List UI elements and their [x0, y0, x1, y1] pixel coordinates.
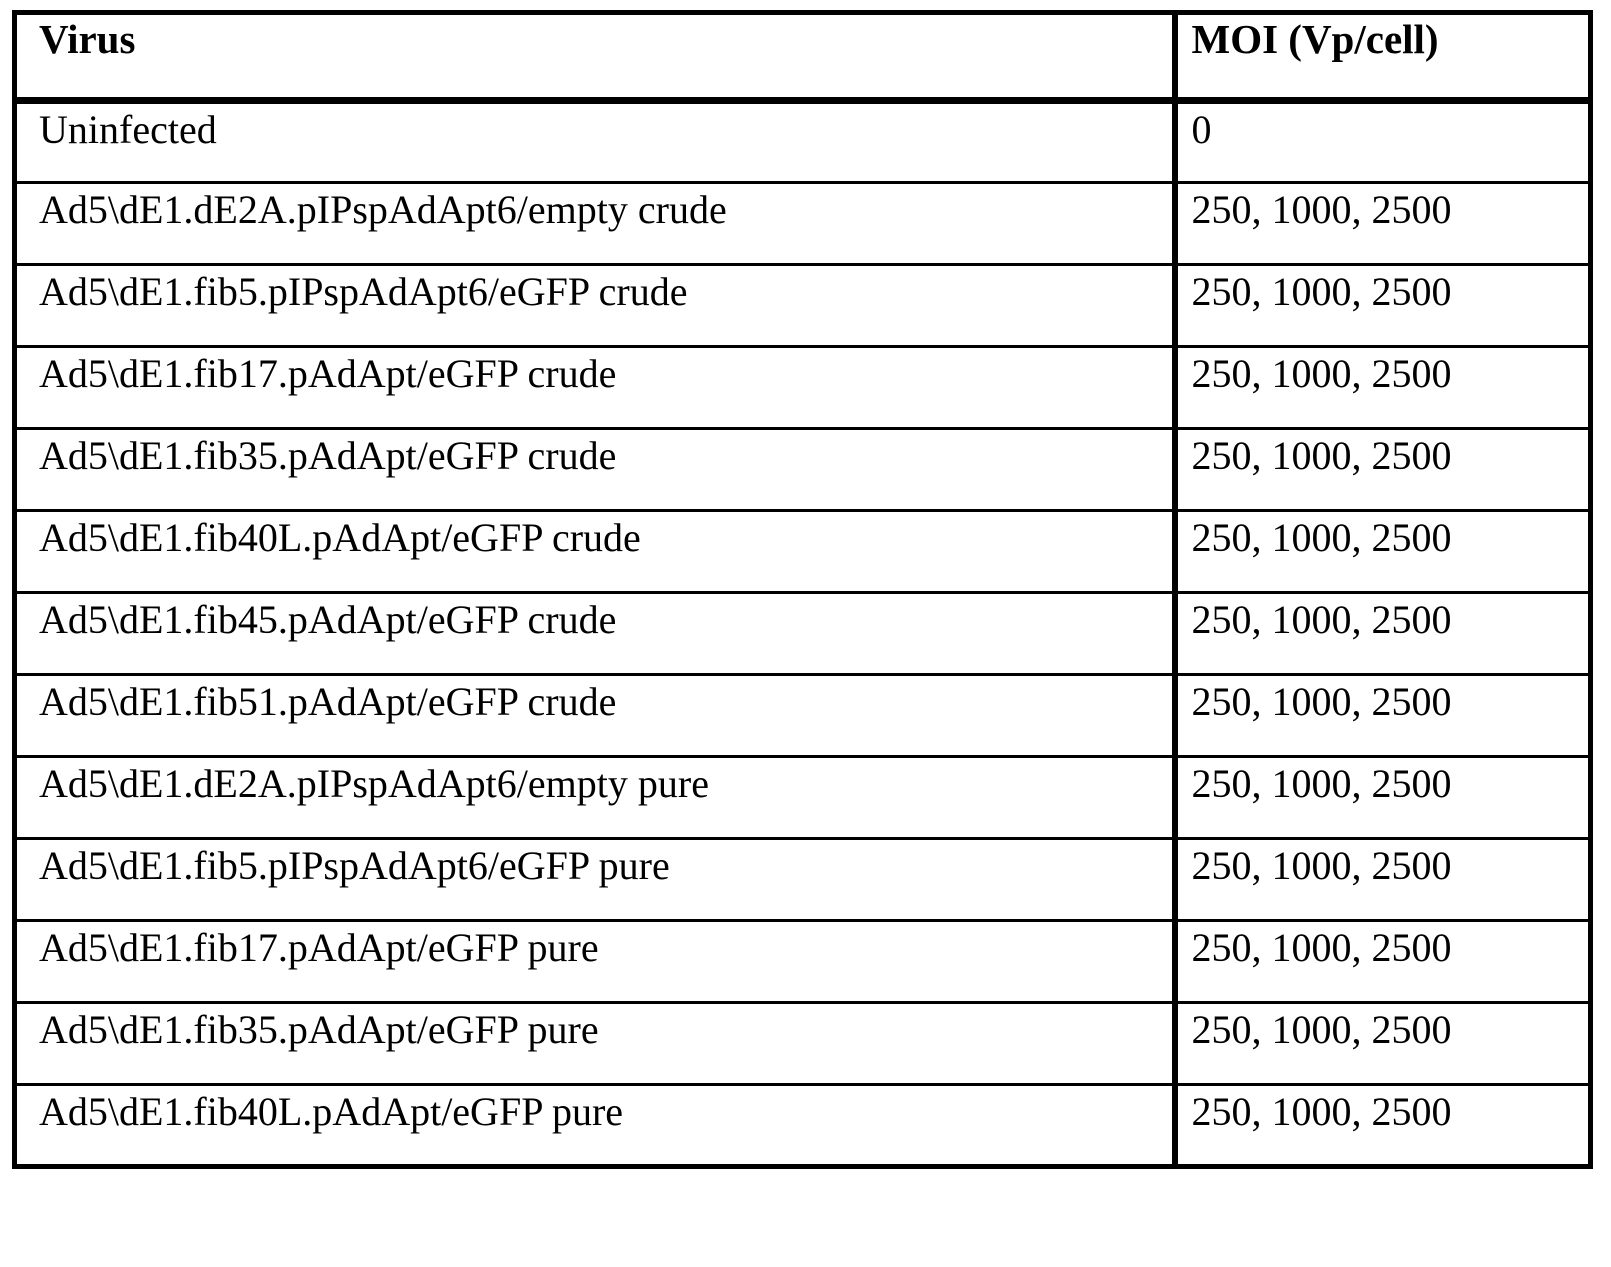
- cell-virus-text: Ad5\dE1.fib40L.pAdApt/eGFP pure: [39, 1089, 624, 1134]
- table-row: Ad5\dE1.fib35.pAdApt/eGFP crude 250, 1000…: [14, 428, 1591, 512]
- cell-virus: Ad5\dE1.fib5.pIPspAdApt6/eGFP pure: [14, 838, 1175, 922]
- cell-virus-text: Ad5\dE1.dE2A.pIPspAdApt6/empty pure: [39, 761, 709, 806]
- cell-moi-text: 250, 1000, 2500: [1191, 187, 1452, 232]
- table-row: Ad5\dE1.fib5.pIPspAdApt6/eGFP pure 250, 1…: [14, 838, 1591, 922]
- cell-virus: Ad5\dE1.fib51.pAdApt/eGFP crude: [14, 674, 1175, 758]
- table-row: Ad5\dE1.fib5.pIPspAdApt6/eGFP crude 250, …: [14, 264, 1591, 348]
- cell-moi-text: 250, 1000, 2500: [1191, 269, 1452, 314]
- cell-moi-text: 250, 1000, 2500: [1191, 1089, 1452, 1134]
- cell-virus-text: Ad5\dE1.fib45.pAdApt/eGFP crude: [39, 597, 617, 642]
- cell-virus-text: Ad5\dE1.dE2A.pIPspAdApt6/empty crude: [39, 187, 727, 232]
- cell-virus-text: Ad5\dE1.fib5.pIPspAdApt6/eGFP pure: [39, 843, 670, 888]
- cell-moi: 250, 1000, 2500: [1171, 1002, 1591, 1086]
- cell-moi-text: 250, 1000, 2500: [1191, 351, 1452, 396]
- cell-moi-text: 250, 1000, 2500: [1191, 1007, 1452, 1052]
- table-header-row: Virus MOI (Vp/cell): [14, 12, 1591, 104]
- cell-moi-text: 250, 1000, 2500: [1191, 515, 1452, 560]
- table-row: Ad5\dE1.fib17.pAdApt/eGFP crude 250, 1000…: [14, 346, 1591, 430]
- cell-moi: 0: [1171, 100, 1591, 184]
- cell-moi-text: 250, 1000, 2500: [1191, 679, 1452, 724]
- cell-virus-text: Uninfected: [39, 107, 217, 152]
- table-row: Ad5\dE1.fib17.pAdApt/eGFP pure 250, 1000,…: [14, 920, 1591, 1004]
- cell-virus-text: Ad5\dE1.fib40L.pAdApt/eGFP crude: [39, 515, 641, 560]
- cell-moi-text: 0: [1191, 107, 1212, 152]
- cell-moi-text: 250, 1000, 2500: [1191, 597, 1452, 642]
- cell-moi: 250, 1000, 2500: [1171, 510, 1591, 594]
- cell-moi-text: 250, 1000, 2500: [1191, 433, 1452, 478]
- cell-virus: Uninfected: [14, 100, 1175, 184]
- cell-virus: Ad5\dE1.fib17.pAdApt/eGFP pure: [14, 920, 1175, 1004]
- cell-moi: 250, 1000, 2500: [1171, 1084, 1591, 1167]
- cell-virus-text: Ad5\dE1.fib51.pAdApt/eGFP crude: [39, 679, 617, 724]
- cell-moi: 250, 1000, 2500: [1171, 428, 1591, 512]
- cell-moi-text: 250, 1000, 2500: [1191, 925, 1452, 970]
- cell-moi: 250, 1000, 2500: [1171, 838, 1591, 922]
- table-row: Ad5\dE1.fib35.pAdApt/eGFP pure 250, 1000,…: [14, 1002, 1591, 1086]
- column-header-virus: Virus: [14, 12, 1175, 104]
- cell-moi: 250, 1000, 2500: [1171, 264, 1591, 348]
- table-row: Ad5\dE1.fib45.pAdApt/eGFP crude 250, 1000…: [14, 592, 1591, 676]
- table-row: Ad5\dE1.fib40L.pAdApt/eGFP crude 250, 100…: [14, 510, 1591, 594]
- table-row: Ad5\dE1.fib51.pAdApt/eGFP crude 250, 1000…: [14, 674, 1591, 758]
- cell-moi-text: 250, 1000, 2500: [1191, 761, 1452, 806]
- cell-virus-text: Ad5\dE1.fib17.pAdApt/eGFP crude: [39, 351, 617, 396]
- cell-virus: Ad5\dE1.fib45.pAdApt/eGFP crude: [14, 592, 1175, 676]
- cell-moi: 250, 1000, 2500: [1171, 674, 1591, 758]
- cell-virus-text: Ad5\dE1.fib17.pAdApt/eGFP pure: [39, 925, 599, 970]
- column-header-moi: MOI (Vp/cell): [1171, 12, 1591, 104]
- cell-virus: Ad5\dE1.fib35.pAdApt/eGFP pure: [14, 1002, 1175, 1086]
- cell-virus-text: Ad5\dE1.fib35.pAdApt/eGFP pure: [39, 1007, 599, 1052]
- cell-moi-text: 250, 1000, 2500: [1191, 843, 1452, 888]
- cell-virus: Ad5\dE1.fib5.pIPspAdApt6/eGFP crude: [14, 264, 1175, 348]
- cell-virus: Ad5\dE1.fib35.pAdApt/eGFP crude: [14, 428, 1175, 512]
- cell-virus: Ad5\dE1.fib40L.pAdApt/eGFP crude: [14, 510, 1175, 594]
- cell-virus: Ad5\dE1.fib17.pAdApt/eGFP crude: [14, 346, 1175, 430]
- table-row: Ad5\dE1.fib40L.pAdApt/eGFP pure 250, 1000…: [15, 1084, 1591, 1167]
- cell-moi: 250, 1000, 2500: [1171, 592, 1591, 676]
- cell-virus: Ad5\dE1.dE2A.pIPspAdApt6/empty crude: [14, 182, 1175, 266]
- column-header-moi-label: MOI (Vp/cell): [1191, 16, 1439, 62]
- table-row: Ad5\dE1.dE2A.pIPspAdApt6/empty pure 250, …: [14, 756, 1591, 840]
- table-header: Virus MOI (Vp/cell): [14, 12, 1591, 104]
- cell-moi: 250, 1000, 2500: [1171, 346, 1591, 430]
- cell-moi: 250, 1000, 2500: [1171, 182, 1591, 266]
- cell-virus: Ad5\dE1.fib40L.pAdApt/eGFP pure: [15, 1085, 1175, 1167]
- cell-virus-text: Ad5\dE1.fib35.pAdApt/eGFP crude: [39, 433, 617, 478]
- cell-virus: Ad5\dE1.dE2A.pIPspAdApt6/empty pure: [14, 756, 1175, 840]
- table-row: Uninfected 0: [14, 100, 1591, 184]
- cell-moi: 250, 1000, 2500: [1171, 920, 1591, 1004]
- cell-virus-text: Ad5\dE1.fib5.pIPspAdApt6/eGFP crude: [39, 269, 688, 314]
- cell-moi: 250, 1000, 2500: [1171, 756, 1591, 840]
- table-row: Ad5\dE1.dE2A.pIPspAdApt6/empty crude 250,…: [14, 182, 1591, 266]
- column-header-virus-label: Virus: [39, 16, 136, 62]
